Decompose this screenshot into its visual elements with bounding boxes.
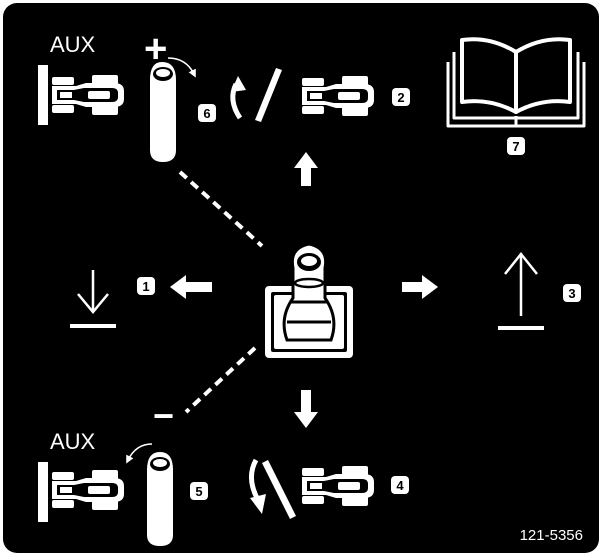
plus-sign: +	[144, 27, 167, 71]
aux-label-bottom: AUX	[50, 429, 96, 454]
callout-2: 2	[392, 88, 410, 106]
svg-text:5: 5	[195, 484, 202, 499]
callout-4: 4	[391, 476, 409, 494]
svg-text:3: 3	[568, 286, 575, 301]
dashed-line-top	[178, 170, 264, 248]
bucket-blade-icon	[38, 462, 48, 522]
aux-top-implement	[38, 65, 124, 125]
callout-3: 3	[563, 284, 581, 302]
aux-bottom-implement	[38, 462, 124, 522]
curved-arrow-icon	[126, 443, 153, 464]
tilt-back-icon	[230, 68, 374, 122]
svg-text:1: 1	[142, 279, 149, 294]
callout-1: 1	[137, 277, 155, 295]
svg-text:7: 7	[512, 139, 519, 154]
arrow-up-icon	[294, 152, 318, 186]
tilt-forward-icon	[249, 458, 374, 519]
callout-7: 7	[507, 137, 525, 155]
minus-sign: −	[153, 395, 174, 436]
dashed-line-bottom	[184, 346, 257, 414]
operator-manual-icon	[446, 37, 586, 128]
joystick-icon	[265, 242, 353, 358]
svg-text:4: 4	[396, 478, 404, 493]
arrow-right-icon	[402, 275, 438, 299]
joystick-handle-icon	[147, 452, 173, 546]
bucket-blade-icon	[38, 65, 48, 125]
part-number: 121-5356	[520, 527, 583, 544]
arrow-down-icon	[294, 390, 318, 428]
svg-text:6: 6	[203, 106, 210, 121]
joystick-handle-icon	[150, 62, 176, 162]
aux-label-top: AUX	[50, 32, 96, 57]
lower-icon	[70, 270, 116, 328]
raise-icon	[498, 251, 544, 330]
svg-text:2: 2	[397, 90, 404, 105]
curved-arrow-icon	[167, 57, 196, 78]
callout-6: 6	[198, 104, 216, 122]
callout-5: 5	[190, 482, 208, 500]
arrow-left-icon	[170, 275, 212, 299]
